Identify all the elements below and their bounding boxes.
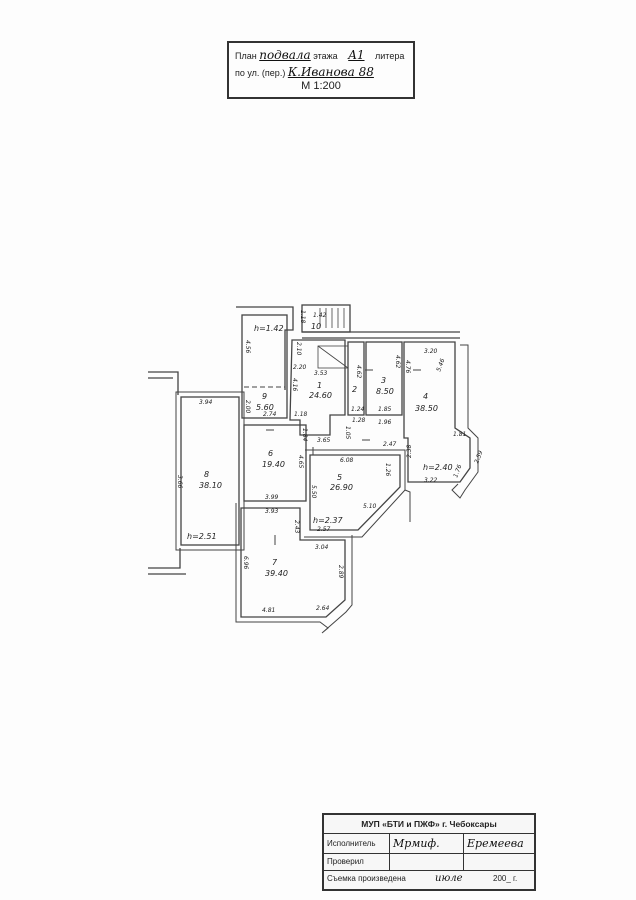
- dim: 1.84: [301, 428, 308, 442]
- survey-year: 200_ г.: [493, 874, 518, 883]
- room-10-number: 10: [311, 322, 321, 331]
- dim: 3.53: [314, 370, 328, 377]
- floor-value: A1: [348, 48, 365, 62]
- dim: 2.38: [406, 444, 413, 458]
- room-6-area: 19.40: [262, 460, 285, 469]
- dim: 2.89: [337, 565, 344, 579]
- checked-label: Проверил: [324, 853, 390, 870]
- plan-value: подвала: [259, 48, 311, 62]
- walls: [148, 304, 479, 634]
- dim: 3.20: [424, 348, 438, 355]
- dim: 3.99: [265, 494, 279, 501]
- checked-signature: [390, 853, 464, 870]
- dim: 6.08: [340, 457, 354, 464]
- room-7-number: 7: [272, 558, 278, 567]
- title-stamp: План подвала этажа A1 литера по ул. (пер…: [227, 41, 415, 99]
- height-label: h=2.37: [313, 516, 343, 525]
- dim: 1.81: [453, 431, 466, 438]
- dim: 2.47: [383, 441, 397, 448]
- dim: 2.59: [473, 450, 484, 465]
- dim: 1.28: [352, 417, 366, 424]
- dim: 3.66: [176, 475, 183, 489]
- dim: 1.76: [452, 464, 463, 479]
- bti-stamp: МУП «БТИ и ПЖФ» г. Чебоксары Исполнитель…: [322, 813, 536, 891]
- dim: 3.22: [424, 477, 438, 484]
- room-8-area: 38.10: [199, 481, 222, 490]
- dim: 2.57: [317, 526, 331, 533]
- room-5-number: 5: [337, 473, 342, 482]
- survey-month: июле: [435, 873, 463, 884]
- room-3-number: 3: [381, 376, 386, 385]
- dim: 1.24: [351, 406, 365, 413]
- dim: 3.04: [315, 544, 329, 551]
- dim: 2.64: [316, 605, 330, 612]
- dim: 1.96: [378, 419, 392, 426]
- dim: 4.62: [355, 365, 362, 379]
- dim: 4.81: [262, 607, 275, 614]
- dimension-labels: 3.94 3.66 4.56 2.00 2.74 1.18 1.84 3.65 …: [176, 310, 485, 614]
- dim: 1.18: [299, 310, 306, 324]
- room-8-number: 8: [204, 470, 209, 479]
- dim: 1.05: [344, 426, 351, 440]
- dim: 4.62: [394, 355, 401, 369]
- floor-label: этажа: [313, 51, 338, 61]
- executor-signature: Мрмиф.: [390, 833, 464, 853]
- street-value: К.Иванова 88: [287, 65, 374, 79]
- room-3-area: 8.50: [376, 387, 394, 396]
- dim: 6.96: [242, 556, 249, 570]
- dim: 2.74: [263, 411, 277, 418]
- dim: 1.18: [294, 411, 308, 418]
- height-label: h=1.42: [254, 324, 284, 333]
- room-1-number: 1: [317, 381, 322, 390]
- executor-name: Еремеева: [467, 836, 524, 850]
- height-label: h=2.51: [187, 532, 217, 541]
- room-labels: 1 24.60 2 3 8.50 4 38.50 5 26.90 6 19.40…: [199, 322, 438, 578]
- dim: 4.76: [404, 360, 411, 374]
- dim: 5.10: [363, 503, 377, 510]
- dim: 3.93: [265, 508, 279, 515]
- dim: 2.43: [293, 520, 300, 534]
- dim: 4.65: [297, 455, 304, 469]
- dim: 2.00: [244, 400, 251, 414]
- org-name: МУП «БТИ и ПЖФ» г. Чебоксары: [324, 815, 534, 834]
- dim: 3.65: [317, 437, 331, 444]
- dim: 5.50: [310, 485, 317, 499]
- survey-label: Съемка произведена: [327, 874, 406, 883]
- height-label: h=2.40: [423, 463, 453, 472]
- room-2-number: 2: [352, 385, 357, 394]
- room-6-number: 6: [268, 449, 273, 458]
- plan-label: План: [235, 51, 257, 61]
- street-label: по ул. (пер.): [235, 68, 286, 78]
- room-5-area: 26.90: [330, 483, 353, 492]
- height-labels: h=1.42 h=2.51 h=2.37 h=2.40: [187, 324, 453, 541]
- dim: 2.20: [293, 364, 307, 371]
- dim: 3.94: [199, 399, 213, 406]
- room-4-area: 38.50: [415, 404, 438, 413]
- dim: 4.56: [244, 340, 251, 354]
- dim: 1.85: [378, 406, 392, 413]
- executor-label: Исполнитель: [324, 833, 390, 853]
- dim: 2.10: [295, 342, 302, 356]
- room-7-area: 39.40: [265, 569, 288, 578]
- room-9-area: 5.60: [256, 403, 274, 412]
- room-9-number: 9: [262, 392, 267, 401]
- scale: М 1:200: [301, 80, 341, 92]
- dim: 5.46: [435, 358, 446, 373]
- liter-label: литера: [375, 51, 405, 61]
- dim: 1.42: [313, 312, 327, 319]
- dim: 1.26: [384, 463, 391, 477]
- room-4-number: 4: [423, 392, 428, 401]
- room-1-area: 24.60: [309, 391, 332, 400]
- dim: 4.16: [291, 378, 298, 392]
